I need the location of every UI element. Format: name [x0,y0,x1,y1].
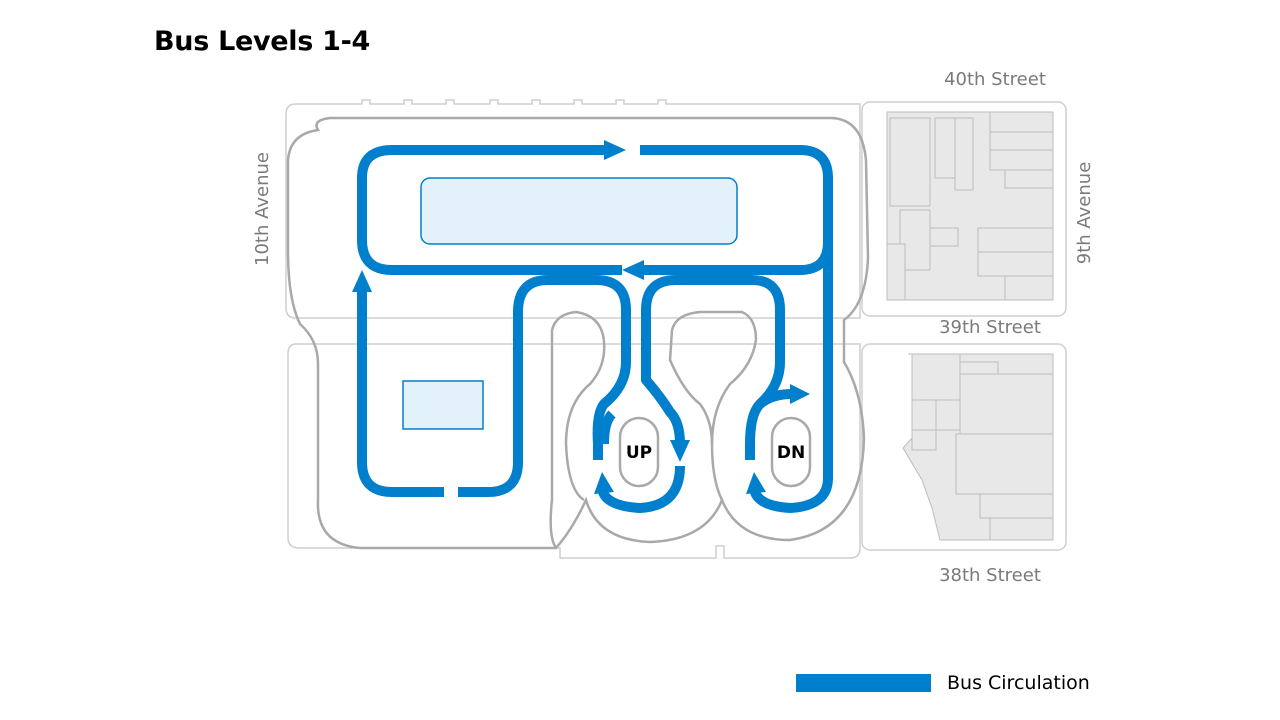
circulation-to-up-ramp [458,275,631,497]
east-block-south-buildings [902,353,1054,541]
legend: Bus Circulation [796,672,1090,694]
bus-circulation-paths [352,140,833,513]
down-ramp-label: DN [777,443,805,463]
circulation-dn-bottom [749,242,833,513]
ramp-outline-inner-right [670,310,758,501]
circulation-up-spiral [599,310,685,445]
circulation-west-loop [357,292,444,497]
street-label-40th: 40th Street [944,69,1046,90]
east-block-south-outline [861,343,1067,551]
east-block-north-buildings [886,111,1054,301]
circulation-north-top [357,145,604,210]
site-outline-north [285,99,861,319]
ramp-outline-mid [549,330,558,549]
ramp-outline-outer [286,116,870,550]
central-island-south [402,380,484,430]
street-label-39th: 39th Street [939,317,1041,338]
page-title: Bus Levels 1-4 [154,26,371,57]
ramp-outline-mid-right [668,329,714,445]
circulation-up-loop-inner [641,275,785,460]
up-ramp-label: UP [626,443,652,463]
arrow-dn-east [790,384,810,404]
site-outline-south [287,343,861,559]
arrow-up-return [594,472,614,494]
legend-label: Bus Circulation [947,672,1090,694]
street-label-38th: 38th Street [939,565,1041,586]
circulation-up-bottom [597,465,685,513]
arrow-north-east [604,140,626,160]
circulation-north-top-east [640,145,833,275]
circulation-dn-top [756,389,793,408]
street-label-9th-avenue: 9th Avenue [1074,162,1095,265]
up-ramp-island [618,416,660,488]
arrow-dn-return [746,472,766,494]
circulation-north-bottom-west [357,210,622,275]
arrow-up-down [670,440,690,462]
ramp-outline-inner-left [550,310,606,502]
legend-swatch-bus-circulation [796,674,931,692]
arrow-return-west [622,260,644,280]
central-island-north [420,177,738,245]
east-block-north-outline [861,101,1067,317]
arrow-west-north [352,270,372,292]
down-ramp-island [770,416,812,488]
street-label-10th-avenue: 10th Avenue [252,152,273,266]
